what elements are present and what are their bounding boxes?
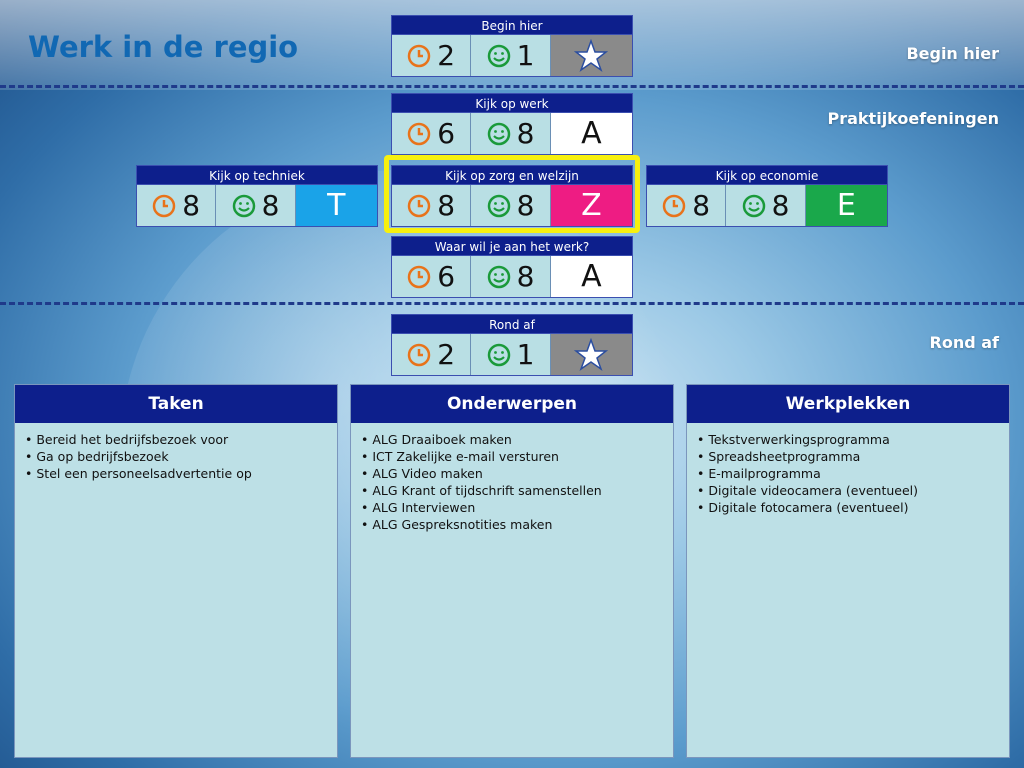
module-kijk-op-economie[interactable]: Kijk op economie 8 8 E — [646, 165, 888, 227]
time-value: 8 — [182, 189, 201, 222]
smiley-icon — [742, 194, 765, 217]
score-value: 8 — [771, 189, 790, 222]
score-cell: 8 — [726, 185, 806, 226]
list-item[interactable]: ALG Krant of tijdschrift samenstellen — [361, 482, 673, 499]
star-icon — [574, 337, 609, 371]
score-value: 8 — [516, 189, 535, 222]
page-title: Werk in de regio — [28, 30, 299, 64]
panel-title: Taken — [15, 385, 337, 423]
smiley-icon — [487, 122, 510, 145]
label-praktijkoefeningen: Praktijkoefeningen — [827, 109, 1000, 128]
module-kijk-op-zorg-en-welzijn[interactable]: Kijk op zorg en welzijn 8 8 Z — [391, 165, 633, 227]
score-cell: 8 — [471, 256, 551, 297]
module-title: Rond af — [391, 314, 633, 334]
list-item[interactable]: ALG Video maken — [361, 465, 673, 482]
task-list: Bereid het bedrijfsbezoek voor Ga op bed… — [15, 423, 337, 482]
clock-icon — [408, 343, 431, 366]
clock-icon — [408, 44, 431, 67]
panel-title: Onderwerpen — [351, 385, 673, 423]
time-value: 2 — [437, 39, 456, 72]
time-cell: 2 — [392, 35, 472, 76]
star-cell — [550, 35, 632, 76]
score-cell: 8 — [471, 185, 551, 226]
workplace-list: Tekstverwerkingsprogramma Spreadsheetpro… — [687, 423, 1009, 516]
time-cell: 8 — [392, 185, 472, 226]
time-value: 8 — [437, 189, 456, 222]
list-item[interactable]: Tekstverwerkingsprogramma — [697, 431, 1009, 448]
module-title: Kijk op zorg en welzijn — [391, 165, 633, 185]
module-rond-af[interactable]: Rond af 2 1 — [391, 314, 633, 376]
score-cell: 1 — [471, 35, 551, 76]
module-title: Kijk op techniek — [136, 165, 378, 185]
list-item[interactable]: Bereid het bedrijfsbezoek voor — [25, 431, 337, 448]
time-cell: 8 — [647, 185, 727, 226]
module-waar-wil-je-aan-het-werk[interactable]: Waar wil je aan het werk? 6 8 A — [391, 236, 633, 298]
time-cell: 6 — [392, 113, 472, 154]
module-title: Kijk op werk — [391, 93, 633, 113]
module-title: Kijk op economie — [646, 165, 888, 185]
star-icon — [574, 38, 609, 72]
list-item[interactable]: ALG Draaiboek maken — [361, 431, 673, 448]
list-item[interactable]: Stel een personeelsadvertentie op — [25, 465, 337, 482]
time-cell: 8 — [137, 185, 217, 226]
list-item[interactable]: ALG Gespreksnotities maken — [361, 516, 673, 533]
smiley-icon — [487, 44, 510, 67]
score-value: 1 — [516, 39, 535, 72]
score-cell: 8 — [216, 185, 296, 226]
module-kijk-op-werk[interactable]: Kijk op werk 6 8 A — [391, 93, 633, 155]
panel-taken: Taken Bereid het bedrijfsbezoek voor Ga … — [14, 384, 338, 758]
smiley-icon — [487, 194, 510, 217]
label-rond-af: Rond af — [929, 333, 999, 352]
letter-cell: Z — [550, 185, 632, 226]
score-cell: 1 — [471, 334, 551, 375]
topic-list: ALG Draaiboek maken ICT Zakelijke e-mail… — [351, 423, 673, 533]
module-kijk-op-techniek[interactable]: Kijk op techniek 8 8 T — [136, 165, 378, 227]
clock-icon — [408, 265, 431, 288]
section-divider — [0, 302, 1024, 305]
selection-highlight — [384, 155, 640, 233]
clock-icon — [663, 194, 686, 217]
letter-cell: A — [550, 256, 632, 297]
score-value: 1 — [516, 338, 535, 371]
panel-werkplekken: Werkplekken Tekstverwerkingsprogramma Sp… — [686, 384, 1010, 758]
panel-onderwerpen: Onderwerpen ALG Draaiboek maken ICT Zake… — [350, 384, 674, 758]
list-item[interactable]: Ga op bedrijfsbezoek — [25, 448, 337, 465]
time-value: 8 — [692, 189, 711, 222]
time-value: 6 — [437, 117, 456, 150]
clock-icon — [408, 194, 431, 217]
letter-cell: A — [550, 113, 632, 154]
module-title: Begin hier — [391, 15, 633, 35]
list-item[interactable]: Digitale videocamera (eventueel) — [697, 482, 1009, 499]
score-value: 8 — [261, 189, 280, 222]
score-value: 8 — [516, 117, 535, 150]
letter-cell: E — [805, 185, 887, 226]
score-cell: 8 — [471, 113, 551, 154]
time-value: 2 — [437, 338, 456, 371]
smiley-icon — [232, 194, 255, 217]
score-value: 8 — [516, 260, 535, 293]
list-item[interactable]: ICT Zakelijke e-mail versturen — [361, 448, 673, 465]
time-cell: 6 — [392, 256, 472, 297]
list-item[interactable]: ALG Interviewen — [361, 499, 673, 516]
clock-icon — [153, 194, 176, 217]
list-item[interactable]: Spreadsheetprogramma — [697, 448, 1009, 465]
label-begin-hier: Begin hier — [906, 44, 999, 63]
list-item[interactable]: Digitale fotocamera (eventueel) — [697, 499, 1009, 516]
section-divider — [0, 85, 1024, 88]
panel-title: Werkplekken — [687, 385, 1009, 423]
time-value: 6 — [437, 260, 456, 293]
module-title: Waar wil je aan het werk? — [391, 236, 633, 256]
smiley-icon — [487, 343, 510, 366]
letter-cell: T — [295, 185, 377, 226]
smiley-icon — [487, 265, 510, 288]
clock-icon — [408, 122, 431, 145]
time-cell: 2 — [392, 334, 472, 375]
star-cell — [550, 334, 632, 375]
list-item[interactable]: E-mailprogramma — [697, 465, 1009, 482]
module-begin-hier[interactable]: Begin hier 2 1 — [391, 15, 633, 77]
